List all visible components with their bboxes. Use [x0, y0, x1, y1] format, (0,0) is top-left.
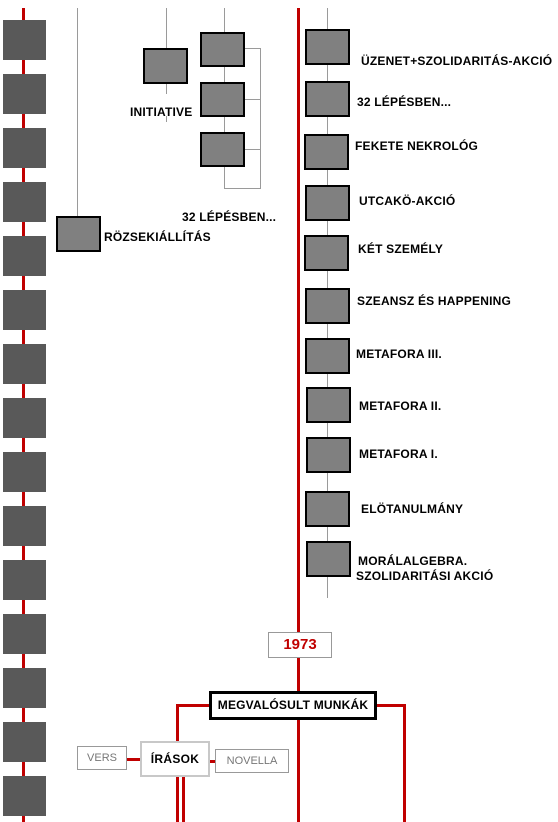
film-frame — [3, 236, 46, 276]
work-box[interactable] — [304, 134, 349, 170]
steps-box-a[interactable] — [200, 32, 245, 67]
film-frame — [3, 398, 46, 438]
connector-line — [166, 84, 167, 94]
work-label: FEKETE NEKROLÓG — [355, 139, 479, 153]
work-label: METAFORA II. — [359, 399, 442, 413]
work-label: MORÁLALGEBRA. — [358, 554, 468, 568]
branch-line — [118, 758, 140, 761]
film-frame — [3, 20, 46, 60]
work-label: SZOLIDARITÁSI AKCIÓ — [356, 569, 494, 583]
work-box[interactable] — [305, 288, 350, 324]
film-frame — [3, 182, 46, 222]
connector-line — [224, 8, 225, 32]
connector-line — [224, 66, 225, 82]
work-box[interactable] — [305, 338, 350, 374]
film-frame — [3, 74, 46, 114]
work-box[interactable] — [304, 235, 349, 271]
connector-line — [260, 48, 261, 189]
film-frame — [3, 452, 46, 492]
verse-tag[interactable]: VERS — [77, 746, 127, 770]
connector-line — [77, 8, 78, 216]
connector-line — [244, 99, 260, 100]
branch-line — [182, 777, 185, 822]
work-label: KÉT SZEMÉLY — [358, 242, 444, 256]
connector-line — [224, 116, 225, 132]
year-marker: 1973 — [268, 632, 332, 658]
work-label: METAFORA III. — [356, 347, 442, 361]
steps-label: 32 LÉPÉSBEN... — [182, 210, 277, 224]
steps-box-b[interactable] — [200, 82, 245, 117]
connector-line — [224, 188, 260, 189]
connector-line — [166, 116, 167, 122]
work-box[interactable] — [306, 387, 351, 423]
writings-box[interactable]: ÍRÁSOK — [140, 741, 210, 777]
film-frame — [3, 290, 46, 330]
connector-line — [166, 8, 167, 48]
main-timeline — [297, 8, 300, 822]
steps-box-c[interactable] — [200, 132, 245, 167]
film-frame — [3, 776, 46, 816]
film-frame — [3, 560, 46, 600]
film-frame — [3, 128, 46, 168]
work-label: METAFORA I. — [359, 447, 438, 461]
work-box[interactable] — [306, 541, 351, 577]
film-frame — [3, 614, 46, 654]
initiative-box[interactable] — [143, 48, 188, 84]
work-box[interactable] — [306, 437, 351, 473]
work-box[interactable] — [305, 185, 350, 221]
realized-works-box[interactable]: MEGVALÓSULT MUNKÁK — [209, 691, 377, 720]
branch-line — [403, 704, 406, 822]
film-frame — [3, 668, 46, 708]
work-label: UTCAKÖ-AKCIÓ — [359, 194, 456, 208]
work-label: ÜZENET+SZOLIDARITÁS-AKCIÓ — [361, 54, 553, 68]
work-box[interactable] — [305, 29, 350, 65]
work-box[interactable] — [305, 491, 350, 527]
work-label: ELÖTANULMÁNY — [361, 502, 464, 516]
work-label: 32 LÉPÉSBEN... — [357, 95, 452, 109]
film-frame — [3, 344, 46, 384]
connector-line — [244, 48, 260, 49]
film-frame — [3, 722, 46, 762]
branch-line — [210, 760, 216, 763]
rose-exhibition-box[interactable] — [56, 216, 101, 252]
work-box[interactable] — [305, 81, 350, 117]
initiative-label: INITIATIVE — [130, 105, 193, 119]
work-label: SZEANSZ ÉS HAPPENING — [357, 294, 512, 308]
rose-exhibition-label: RÖZSEKIÁLLÍTÁS — [104, 230, 211, 244]
connector-line — [244, 149, 260, 150]
connector-line — [224, 166, 225, 189]
film-frame — [3, 506, 46, 546]
short-story-tag[interactable]: NOVELLA — [215, 749, 289, 773]
